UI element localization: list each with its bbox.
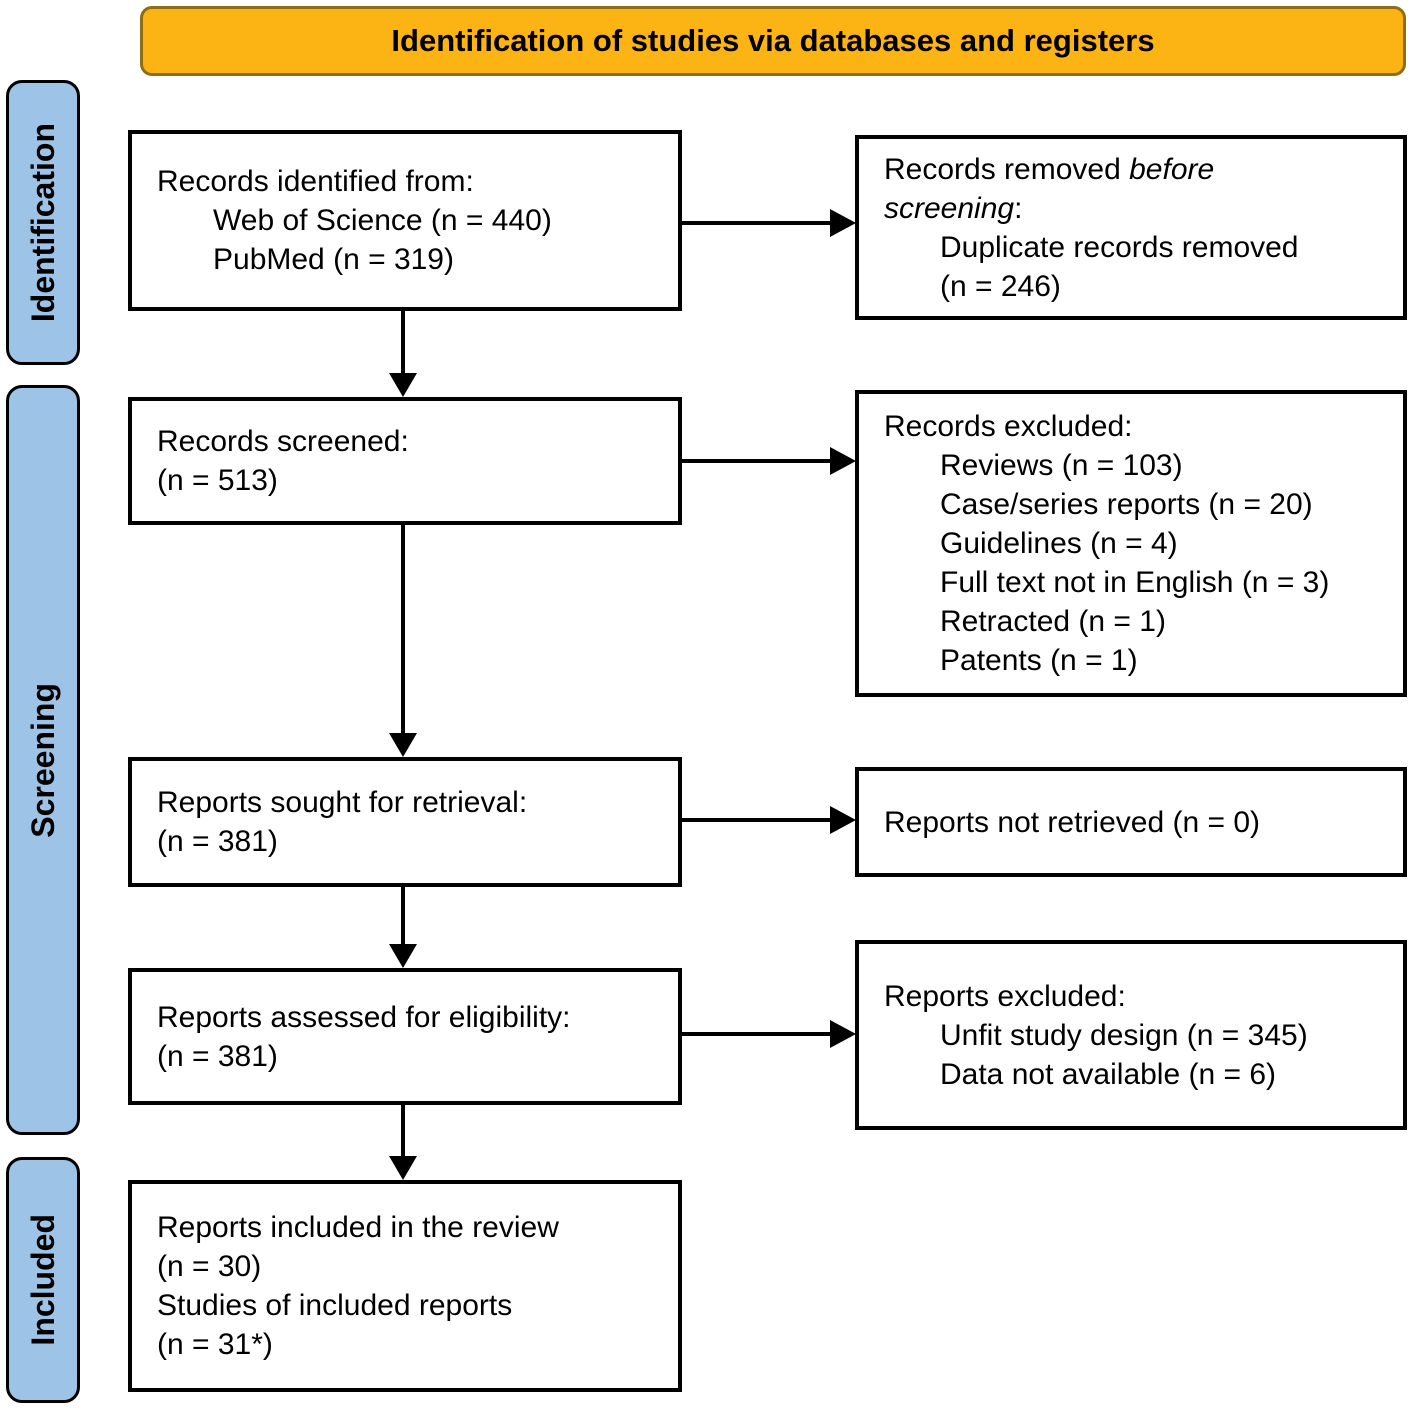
box-records-removed-title-pre: Records removed (884, 152, 1130, 186)
box-reports-sought-count: (n = 381) (157, 825, 278, 858)
box-records-removed-title-post: : (1014, 191, 1023, 225)
box-reports-included-line: Reports included in the review (157, 1211, 559, 1244)
stage-identification-label: Identification (24, 122, 61, 323)
box-records-excluded-title: Records excluded: (884, 410, 1133, 443)
box-records-screened: Records screened: (n = 513) (128, 397, 682, 525)
box-reports-included: Reports included in the review (n = 30) … (128, 1180, 682, 1392)
box-records-excluded-item: Retracted (n = 1) (940, 605, 1166, 638)
arrow-down-identified-to-screened-icon (401, 311, 405, 373)
box-reports-included-count: (n = 31*) (157, 1328, 273, 1361)
box-records-excluded-item: Case/series reports (n = 20) (940, 488, 1313, 521)
arrow-right-assessed-to-excluded-icon (682, 1032, 830, 1036)
stage-included-label: Included (24, 1214, 61, 1346)
box-reports-included-count: (n = 30) (157, 1250, 262, 1283)
box-reports-sought-line: Reports sought for retrieval: (157, 786, 528, 819)
box-reports-excluded-item: Unfit study design (n = 345) (940, 1018, 1308, 1052)
box-records-excluded-item: Patents (n = 1) (940, 644, 1138, 677)
box-records-identified-title: Records identified from: (157, 165, 474, 198)
banner: Identification of studies via databases … (140, 6, 1406, 76)
box-records-removed-title-italic: before screening (884, 152, 1215, 225)
box-records-identified: Records identified from: Web of Science … (128, 130, 682, 311)
box-records-excluded-item: Reviews (n = 103) (940, 449, 1183, 482)
box-records-removed-item: Duplicate records removed (n = 246) (940, 230, 1299, 303)
box-reports-assessed-count: (n = 381) (157, 1039, 278, 1073)
arrow-down-sought-to-assessed-icon (401, 887, 405, 944)
stage-screening: Screening (6, 385, 80, 1135)
arrow-right-identified-to-removed-icon (682, 221, 830, 225)
box-records-excluded: Records excluded: Reviews (n = 103) Case… (855, 390, 1407, 697)
stage-identification: Identification (6, 80, 80, 365)
box-records-screened-count: (n = 513) (157, 464, 278, 497)
box-records-screened-line: Records screened: (157, 425, 409, 458)
stage-included: Included (6, 1157, 80, 1403)
box-reports-sought: Reports sought for retrieval: (n = 381) (128, 757, 682, 887)
box-records-removed-title: Records removed before screening: (884, 150, 1333, 228)
box-reports-excluded-item: Data not available (n = 6) (940, 1057, 1277, 1091)
arrow-down-screened-to-sought-icon (401, 525, 405, 733)
box-reports-assessed: Reports assessed for eligibility: (n = 3… (128, 968, 682, 1105)
banner-title: Identification of studies via databases … (391, 23, 1155, 58)
arrow-down-assessed-to-included-icon (401, 1105, 405, 1156)
box-records-excluded-item: Full text not in English (n = 3) (940, 566, 1330, 599)
arrow-right-sought-to-not-retrieved-icon (682, 818, 830, 822)
box-reports-included-line: Studies of included reports (157, 1289, 513, 1322)
box-records-identified-item: Web of Science (n = 440) (213, 204, 552, 237)
arrow-right-screened-to-excluded-icon (682, 459, 830, 463)
stage-screening-label: Screening (24, 682, 61, 838)
box-reports-excluded-title: Reports excluded: (884, 979, 1126, 1013)
box-reports-not-retrieved: Reports not retrieved (n = 0) (855, 767, 1407, 877)
box-reports-not-retrieved-text: Reports not retrieved (n = 0) (884, 805, 1261, 839)
box-reports-excluded: Reports excluded: Unfit study design (n … (855, 940, 1407, 1130)
box-records-removed: Records removed before screening: Duplic… (855, 135, 1407, 320)
box-records-excluded-item: Guidelines (n = 4) (940, 527, 1178, 560)
box-records-identified-item: PubMed (n = 319) (213, 243, 454, 276)
box-reports-assessed-line: Reports assessed for eligibility: (157, 1000, 571, 1034)
